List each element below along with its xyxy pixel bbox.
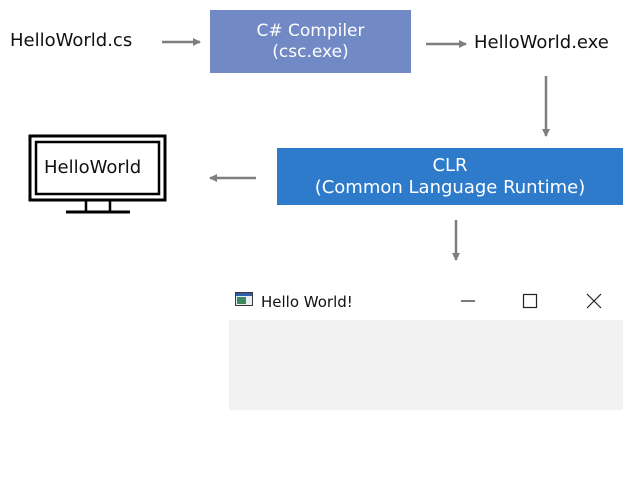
app-window-icon bbox=[235, 292, 253, 306]
window-title: Hello World! bbox=[261, 293, 353, 311]
source-file-label: HelloWorld.cs bbox=[10, 30, 133, 51]
minimize-icon[interactable] bbox=[457, 290, 479, 312]
maximize-icon[interactable] bbox=[519, 290, 541, 312]
monitor-icon bbox=[28, 134, 167, 214]
compiler-subtitle: (csc.exe) bbox=[272, 41, 349, 62]
clr-title: CLR bbox=[432, 154, 468, 176]
output-file-label: HelloWorld.exe bbox=[474, 32, 609, 53]
clr-box: CLR (Common Language Runtime) bbox=[277, 148, 623, 205]
close-icon[interactable] bbox=[583, 290, 605, 312]
window-title-bar[interactable] bbox=[229, 282, 623, 320]
monitor-text: HelloWorld bbox=[44, 157, 142, 178]
clr-subtitle: (Common Language Runtime) bbox=[314, 176, 586, 198]
compiler-title: C# Compiler bbox=[256, 21, 365, 42]
compiler-box: C# Compiler (csc.exe) bbox=[210, 10, 411, 73]
window-client-area bbox=[229, 320, 623, 410]
